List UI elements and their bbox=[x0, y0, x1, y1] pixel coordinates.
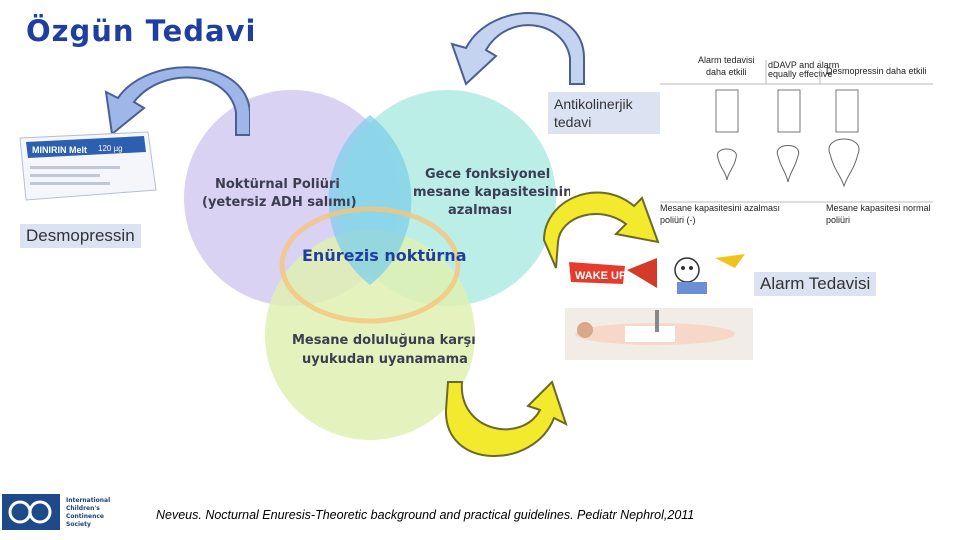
venn-top-right-line3: azalması bbox=[448, 203, 512, 218]
svg-text:dDAVP and alarm equally ef: dDAVP and alarm equally effective bbox=[768, 60, 842, 79]
slide-title: Özgün Tedavi bbox=[26, 14, 257, 48]
venn-top-right-line2: mesane kapasitesinin bbox=[413, 185, 570, 200]
venn-top-left-line1: Noktürnal Poliüri bbox=[215, 177, 340, 192]
venn-center-label: Enürezis noktürna bbox=[302, 246, 466, 265]
logo-line2: Children's bbox=[66, 505, 100, 512]
alarm-therapy-image: WAKE UP! bbox=[565, 248, 753, 360]
venn-bottom-line2: uyukudan uyanamama bbox=[302, 352, 468, 367]
curved-arrow-yellow-top-icon bbox=[542, 191, 660, 269]
center-ring bbox=[279, 206, 461, 324]
col3-header: Desmopressin daha etkili bbox=[826, 66, 927, 76]
col1-header-line2: daha etkili bbox=[706, 67, 747, 77]
medicine-brand: MINIRIN Melt bbox=[32, 145, 87, 155]
bottom-right-line1: Mesane kapasitesi normal bbox=[826, 203, 931, 213]
svg-text:Noktürnal Poliüri (yetersi: Noktürnal Poliüri (yetersiz ADH salımı) bbox=[202, 177, 357, 210]
svg-text:Gece fonksiyonel mesane ka: Gece fonksiyonel mesane kapasitesinin az… bbox=[413, 167, 570, 218]
col2-header-line1: dDAVP and alarm bbox=[768, 60, 839, 70]
svg-text:Mesane kapasitesini azalması: Mesane kapasitesini azalması poliüri (-) bbox=[660, 203, 783, 225]
medicine-box-image: MINIRIN Melt 120 µg bbox=[19, 131, 157, 201]
alarm-therapy-label: Alarm Tedavisi bbox=[754, 272, 877, 296]
col2-header-line2: equally effective bbox=[768, 69, 832, 79]
venn-diagram: Noktürnal Poliüri (yetersiz ADH salımı) … bbox=[184, 90, 570, 440]
curved-arrow-left-icon bbox=[104, 66, 250, 136]
svg-text:Mesane doluluğuna karşı uy: Mesane doluluğuna karşı uyukudan uyanama… bbox=[292, 333, 480, 367]
curved-arrow-yellow-bottom-icon bbox=[444, 380, 568, 458]
svg-text:Mesane kapasitesi normal p: Mesane kapasitesi normal poliüri bbox=[826, 203, 933, 225]
venn-top-right-line1: Gece fonksiyonel bbox=[425, 167, 550, 182]
bottom-right-line2: poliüri bbox=[826, 215, 850, 225]
curved-arrow-right-icon bbox=[450, 12, 585, 86]
medicine-dose: 120 µg bbox=[98, 144, 123, 153]
alarm-caption: WAKE UP! bbox=[575, 270, 630, 282]
svg-text:International Children's: International Children's Continence Soci… bbox=[66, 497, 112, 528]
bottom-left-line1: Mesane kapasitesini azalması bbox=[660, 203, 780, 213]
venn-bottom-line1: Mesane doluluğuna karşı bbox=[292, 333, 476, 348]
ics-logo: International Children's Continence Soci… bbox=[2, 494, 112, 530]
overlap-top bbox=[328, 115, 412, 285]
svg-text:Alarm tedavisi daha etkili: Alarm tedavisi daha etkili bbox=[698, 55, 757, 77]
bottom-left-line2: poliüri (-) bbox=[660, 215, 696, 225]
logo-line3: Continence bbox=[66, 513, 104, 520]
venn-top-left-line2: (yetersiz ADH salımı) bbox=[202, 195, 357, 210]
col1-header-line1: Alarm tedavisi bbox=[698, 55, 755, 65]
logo-line4: Society bbox=[66, 521, 91, 528]
anticholinergic-label: Antikolinerjik tedavi bbox=[548, 92, 660, 134]
bladder-capacity-figure: Alarm tedavisi daha etkili dDAVP and ala… bbox=[660, 55, 933, 225]
circle-arousal bbox=[265, 230, 475, 440]
desmopressin-label: Desmopressin bbox=[20, 224, 141, 248]
logo-line1: International bbox=[66, 497, 110, 504]
reference-citation: Neveus. Nocturnal Enuresis-Theoretic bac… bbox=[156, 508, 695, 522]
